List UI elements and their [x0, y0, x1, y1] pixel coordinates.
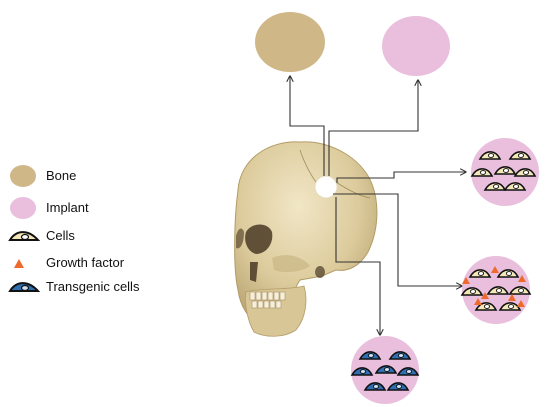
cell [508, 286, 532, 295]
growth-factor-mark [508, 294, 516, 301]
transgenic-cell [396, 367, 420, 376]
implant-with-transgenic-cells [350, 336, 420, 404]
growth-factor-mark [518, 275, 526, 282]
implant-with-cells [470, 138, 539, 206]
implant-with-cells-and-growth-factor [460, 256, 532, 324]
bone-circle [255, 12, 325, 72]
legend-label: Bone [46, 168, 77, 183]
cell [468, 269, 492, 278]
cell [460, 287, 484, 296]
transgenic-cell [358, 351, 382, 360]
arrow-to-growth-factor [333, 193, 462, 286]
growth-factor-mark [481, 292, 489, 299]
cell [493, 166, 517, 175]
cell [483, 182, 507, 191]
transgenic-cell-icon [8, 282, 40, 292]
defect-site [314, 175, 338, 199]
cell [496, 269, 520, 278]
growth-factor-mark [462, 277, 470, 284]
bone-swatch-icon [10, 165, 36, 187]
cell [498, 302, 522, 311]
cell [470, 168, 494, 177]
growth-factor-mark [474, 298, 482, 305]
arrow-to-transgenic [335, 197, 380, 335]
legend-label: Transgenic cells [46, 279, 140, 294]
cell-icon [8, 231, 40, 241]
cell [503, 182, 527, 191]
arrow-to-cells [336, 172, 466, 183]
transgenic-cell [388, 351, 412, 360]
legend-label: Implant [46, 200, 89, 215]
cell [508, 151, 532, 160]
arrow-to-implant [328, 80, 418, 176]
growth-factor-mark [517, 300, 525, 307]
legend-label: Cells [46, 228, 75, 243]
cell [513, 168, 537, 177]
legend-label: Growth factor [46, 255, 125, 270]
transgenic-cell [363, 382, 387, 391]
growth-factor-icon [14, 259, 24, 268]
transgenic-cell [386, 382, 410, 391]
implant-swatch-icon [10, 197, 36, 219]
transgenic-cell [374, 365, 398, 374]
cell [486, 286, 510, 295]
arrows [290, 76, 466, 335]
skull-illustration [234, 141, 378, 337]
arrow-to-bone [290, 76, 325, 176]
growth-factor-mark [491, 266, 499, 273]
cell [478, 151, 502, 160]
implant-circle [382, 16, 450, 76]
transgenic-cell [350, 367, 374, 376]
